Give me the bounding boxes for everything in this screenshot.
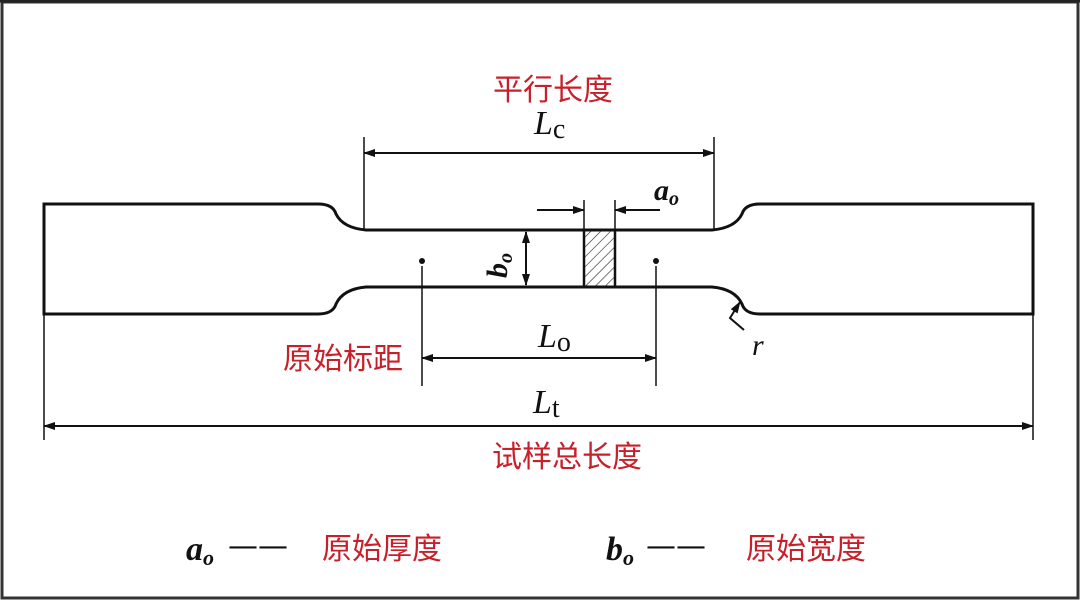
legend-ao-symbol: ao [186,531,214,570]
legend-dash-1: —— [228,529,288,564]
legend-thickness: ao —— 原始厚度 [186,529,442,570]
parallel-length-label: 平行长度 [493,73,613,108]
specimen-outline [42,202,1035,316]
ao-symbol: ao [654,174,679,210]
total-length-label: 试样总长度 [492,440,642,475]
legend-width: bo —— 原始宽度 [606,529,866,570]
legend-width-label: 原始宽度 [746,532,866,567]
lo-symbol: Lo [537,318,571,358]
legend-thickness-label: 原始厚度 [322,532,442,567]
gauge-mark-left [419,258,425,264]
radius-arrow [728,301,745,331]
gauge-mark-right [653,258,659,264]
radius-symbol: r [752,329,764,362]
original-gauge-length-label: 原始标距 [283,342,403,377]
lc-symbol: Lc [533,105,565,145]
legend-bo-symbol: bo [606,531,634,570]
bo-symbol: bo [481,253,517,278]
legend-dash-2: —— [646,529,706,564]
lt-symbol: Lt [532,384,560,424]
thickness-section [582,228,617,289]
